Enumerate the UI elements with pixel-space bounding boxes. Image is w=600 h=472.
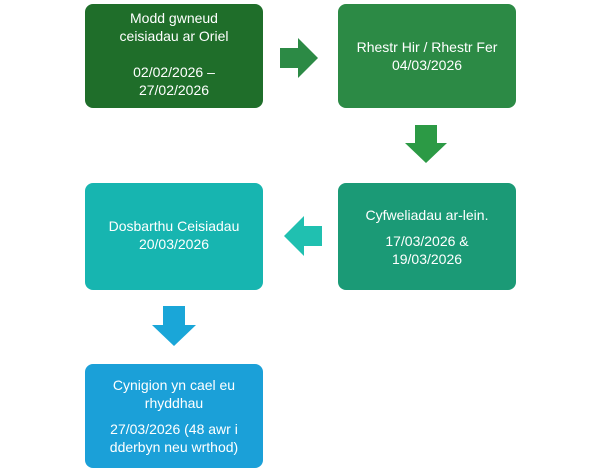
step-2-dates: 04/03/2026 (391, 57, 463, 73)
step-2-box: Rhestr Hir / Rhestr Fer 04/03/2026 (338, 4, 516, 108)
step-5-title: Cynigion yn cael eu rhyddhau (112, 377, 236, 411)
step-4-title: Dosbarthu Ceisiadau (108, 218, 240, 234)
step-1-title: Modd gwneud ceisiadau ar Oriel (119, 10, 229, 44)
step-4-dates: 20/03/2026 (138, 236, 210, 252)
step-3-box: Cyfweliadau ar-lein. 17/03/2026 & 19/03/… (338, 183, 516, 290)
arrow-right-1 (280, 38, 318, 78)
step-1-dates: 02/02/2026 – 27/02/2026 (133, 64, 215, 98)
arrow-down-2 (152, 306, 196, 346)
step-5-dates: 27/03/2026 (48 awr i dderbyn neu wrthod) (109, 421, 239, 455)
step-3-dates: 17/03/2026 & 19/03/2026 (385, 232, 469, 267)
arrow-down-1 (405, 125, 447, 163)
step-4-box: Dosbarthu Ceisiadau 20/03/2026 (85, 183, 263, 290)
step-3-title: Cyfweliadau ar-lein. (365, 206, 489, 223)
arrow-left-1 (284, 216, 322, 256)
step-5-box: Cynigion yn cael eu rhyddhau 27/03/2026 … (85, 364, 263, 468)
step-1-box: Modd gwneud ceisiadau ar Oriel 02/02/202… (85, 4, 263, 108)
step-2-title: Rhestr Hir / Rhestr Fer (356, 39, 498, 55)
